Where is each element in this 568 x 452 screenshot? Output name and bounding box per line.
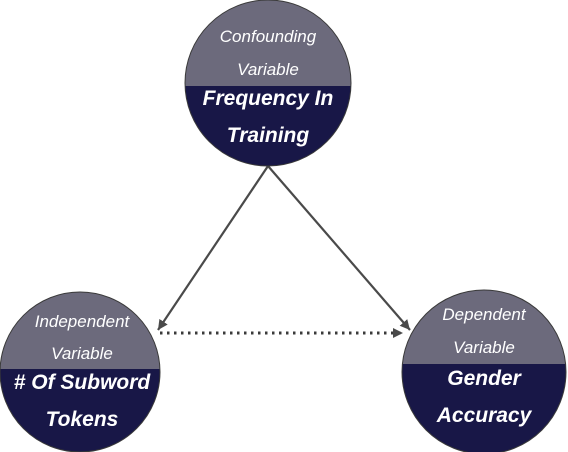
variable-name-line2: Tokens [46, 408, 119, 431]
edge-confounding-to-independent [157, 165, 269, 331]
node-dependent: Dependent Variable Gender Accuracy [401, 289, 567, 452]
role-label-line1: Dependent [442, 305, 526, 324]
role-label-line2: Variable [453, 338, 515, 357]
node-independent: Independent Variable # Of Subword Tokens [0, 291, 161, 452]
role-label-line1: Independent [35, 312, 131, 331]
role-label-line2: Variable [237, 60, 299, 79]
variable-name-line2: Accuracy [436, 404, 533, 427]
variable-name-line1: Gender [447, 367, 522, 390]
node-confounding: Confounding Variable Frequency In Traini… [184, 0, 352, 167]
variable-name-line2: Training [227, 124, 310, 147]
variable-name-line1: Frequency In [203, 87, 334, 110]
role-label-line1: Confounding [220, 27, 317, 46]
edge-confounding-to-dependent [267, 165, 411, 331]
variable-name-line1: # Of Subword [14, 371, 152, 394]
role-label-line2: Variable [51, 344, 113, 363]
